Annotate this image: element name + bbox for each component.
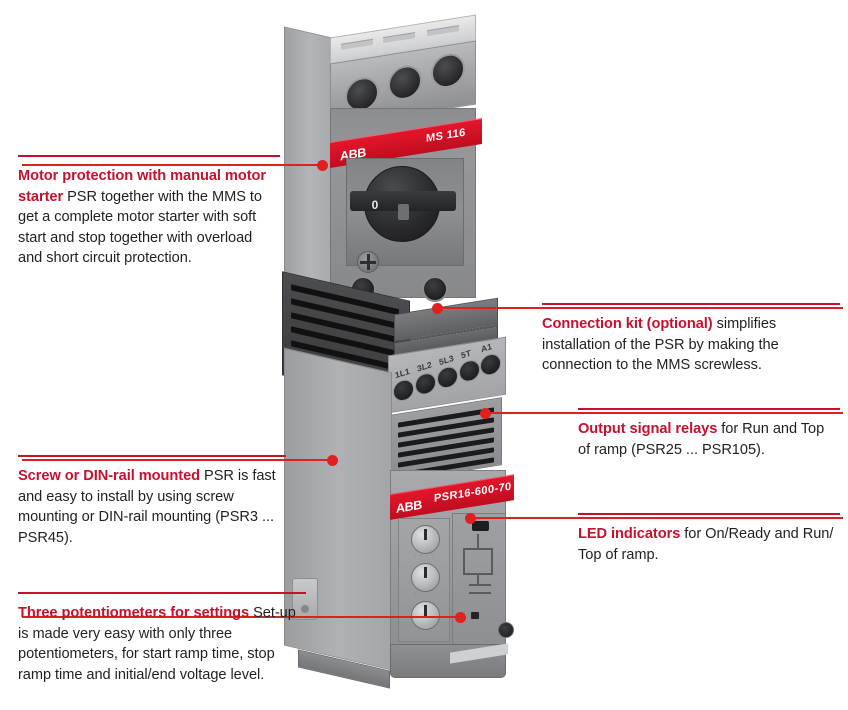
psr-terminal-hole — [393, 378, 414, 403]
psr-terminal-label: A1 — [480, 341, 493, 355]
callout-rule — [18, 592, 306, 594]
mms-knob-zero-label: 0 — [371, 198, 379, 212]
mms-screw — [357, 251, 379, 273]
callout-lead: LED indicators — [578, 526, 681, 542]
mms-model-label: MS 116 — [426, 126, 466, 145]
callout-lead: Three potentiometers for settings — [18, 605, 250, 621]
callout-text: LED indicators for On/Ready and Run/ Top… — [578, 524, 840, 565]
callout-body: Set-up is made very easy with only three… — [18, 605, 296, 683]
mms-knob-wing — [350, 191, 456, 211]
leader-dot-connection-kit — [432, 303, 443, 314]
led-indicator-window — [472, 521, 489, 531]
callout-motor-protection: Motor protection with manual motor start… — [18, 155, 280, 269]
psr-terminal-label: 5L3 — [438, 352, 455, 368]
callout-text: Connection kit (optional) simplifies ins… — [542, 314, 840, 376]
callout-lead: Screw or DIN-rail mounted — [18, 468, 201, 484]
callout-lead: Output signal relays — [578, 421, 718, 437]
abb-logo-psr: ABB — [396, 497, 422, 516]
mms-knob-notch — [398, 204, 409, 220]
callout-body: for Run and Top of ramp (PSR25 ... PSR10… — [578, 421, 825, 458]
potentiometer-start-ramp[interactable] — [411, 525, 440, 554]
psr-terminal-label: 1L1 — [394, 365, 411, 381]
callout-screw-din-mounted: Screw or DIN-rail mounted PSR is fast an… — [18, 455, 286, 548]
callout-rule — [18, 455, 286, 457]
leader-line-motor-protection — [22, 164, 322, 166]
potentiometer-scale: · · · · — [414, 591, 435, 597]
callout-led-indicators: LED indicators for On/Ready and Run/ Top… — [578, 513, 840, 565]
leader-dot-led-indicators — [465, 513, 476, 524]
callout-body: PSR together with the MMS to get a compl… — [18, 188, 262, 267]
mms-terminal-hole — [388, 62, 422, 103]
product-illustration: ABB MS 116 0 1L1 3L2 5L3 5T A1 — [262, 8, 592, 702]
callout-lead: Motor protection with manual motor start… — [18, 168, 267, 205]
leader-dot-screw-din — [327, 455, 338, 466]
callout-text: Motor protection with manual motor start… — [18, 166, 280, 269]
psr-terminal-hole — [437, 365, 458, 390]
leader-dot-motor-protection — [317, 160, 328, 171]
callout-body: PSR is fast and easy to install by using… — [18, 468, 276, 546]
leader-line-screw-din — [22, 459, 332, 461]
mms-terminal-hole — [431, 51, 465, 91]
callout-three-potentiometers: Three potentiometers for settings Set-up… — [18, 592, 306, 685]
led-indicator-window-secondary — [471, 612, 479, 619]
leader-line-connection-kit — [437, 307, 843, 309]
callout-rule — [578, 408, 840, 410]
callout-rule — [18, 155, 280, 157]
potentiometer-stop-ramp[interactable] — [411, 563, 440, 592]
psr-terminal-label: 5T — [460, 347, 472, 361]
psr-terminal-hole — [459, 358, 480, 384]
psr-model-label: PSR16-600-70 — [434, 480, 512, 505]
callout-text: Output signal relays for Run and Top of … — [578, 419, 840, 460]
callout-body: simplifies installation of the PSR by ma… — [542, 316, 779, 373]
din-rail-clip — [292, 578, 318, 620]
callout-text: Three potentiometers for settings Set-up… — [18, 603, 306, 685]
psr-terminal-hole — [415, 371, 436, 397]
leader-dot-output-relays — [480, 408, 491, 419]
psr-wiring-diagram-panel — [452, 513, 506, 645]
callout-rule — [542, 303, 840, 305]
mms-bottom-terminal-hole — [422, 276, 448, 302]
psr-potentiometer-panel: · · · · · · · · — [398, 518, 450, 642]
leader-line-led-indicators — [470, 517, 843, 519]
callout-output-signal-relays: Output signal relays for Run and Top of … — [578, 408, 840, 460]
leader-line-output-relays — [485, 412, 843, 414]
leader-line-potentiometers — [22, 616, 460, 618]
callout-text: Screw or DIN-rail mounted PSR is fast an… — [18, 466, 286, 548]
psr-terminal-label: 3L2 — [416, 359, 433, 374]
psr-terminal-hole — [480, 352, 501, 377]
potentiometer-scale: · · · · — [414, 553, 435, 559]
callout-body: for On/Ready and Run/ Top of ramp. — [578, 526, 834, 563]
callout-lead: Connection kit (optional) — [542, 316, 713, 332]
potentiometer-voltage-level[interactable] — [411, 601, 440, 630]
callout-rule — [578, 513, 840, 515]
leader-dot-potentiometers — [455, 612, 466, 623]
callout-connection-kit: Connection kit (optional) simplifies ins… — [542, 303, 840, 376]
psr-side-adjuster[interactable] — [498, 622, 514, 638]
